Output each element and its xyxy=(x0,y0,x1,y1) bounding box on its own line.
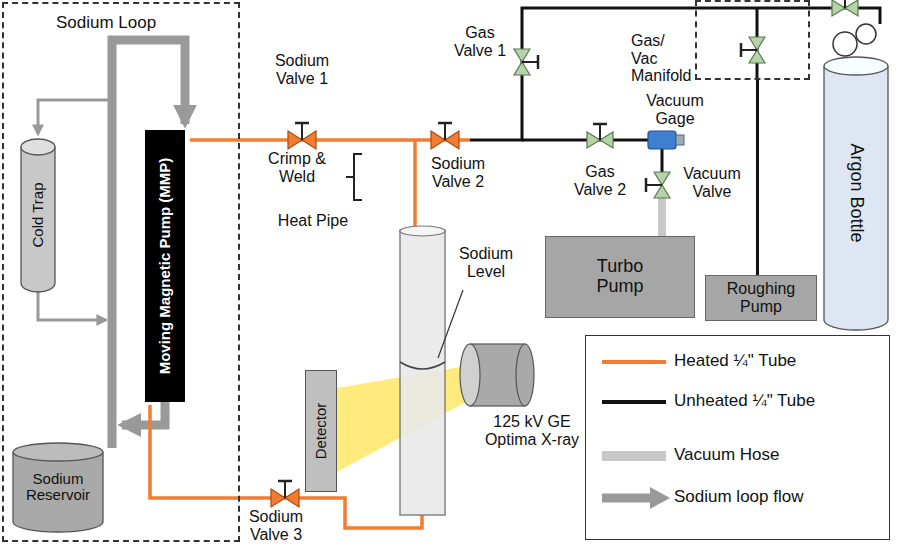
cold-trap-flow xyxy=(38,100,112,134)
legend-sample xyxy=(596,346,676,378)
gas-valve xyxy=(587,124,613,148)
legend-sample xyxy=(596,440,676,472)
cold-trap-flow xyxy=(38,292,106,320)
sodium-loop-flow xyxy=(38,40,185,448)
part-label: Sodium Valve 1 xyxy=(267,52,337,87)
component-box: Moving Magnetic Pump (MMP) xyxy=(145,130,185,402)
heat-pipe-cap xyxy=(400,226,445,236)
unheated-tube xyxy=(661,149,664,172)
legend-line xyxy=(602,494,652,503)
sodium-valve xyxy=(271,481,299,507)
vacuum-hose xyxy=(658,198,666,236)
cylinder-body xyxy=(824,66,888,330)
legend-entry: Vacuum Hose xyxy=(586,440,886,472)
unheated-tube xyxy=(756,80,759,275)
regulator-gauge xyxy=(856,24,876,44)
legend-entry: Sodium loop flow xyxy=(586,482,886,514)
legend-arrowhead xyxy=(650,487,670,509)
legend-text: Vacuum Hose xyxy=(674,446,780,465)
leader-line xyxy=(438,290,463,358)
argon-valve xyxy=(832,0,858,16)
heated-tube xyxy=(150,140,470,528)
component-label: Argon Bottle xyxy=(846,143,866,242)
legend-line xyxy=(602,451,666,461)
cylinder-body xyxy=(21,147,55,292)
component-label: Roughing Pump xyxy=(721,280,801,315)
bracket xyxy=(346,154,362,200)
unheated-tube xyxy=(470,8,880,172)
unheated-tube xyxy=(470,8,880,140)
component-label: Moving Magnetic Pump (MMP) xyxy=(157,158,174,375)
cylinder-top xyxy=(21,139,55,155)
part-label: Gas Valve 1 xyxy=(450,24,510,59)
legend-box: Heated ¼" TubeUnheated ¼" TubeVacuum Hos… xyxy=(585,335,890,540)
x-ray-face xyxy=(460,344,480,406)
component-label: Turbo Pump xyxy=(585,257,655,297)
component-label: Detector xyxy=(313,403,330,460)
part-label: Sodium Valve 3 xyxy=(240,508,312,543)
component-box: Turbo Pump xyxy=(545,236,695,318)
part-label: Heat Pipe xyxy=(268,212,358,230)
part-label: 125 kV GE Optima X-ray xyxy=(482,413,582,448)
gage-head xyxy=(676,135,684,145)
part-label: Vacuum Valve xyxy=(680,165,744,200)
x-ray-source xyxy=(460,344,534,406)
vacuum-gage-symbol xyxy=(648,131,684,149)
heat-pipe-tube xyxy=(400,230,445,515)
cylinder-body xyxy=(13,452,103,532)
component-box: Sodium LoopCold Trap Moving Magnetic Pump… xyxy=(2,2,240,542)
cylinder-node: Sodium Reservoir xyxy=(12,442,104,532)
flow-arrow xyxy=(122,402,165,425)
legend-sample xyxy=(596,386,676,418)
cylinder-top xyxy=(13,443,103,461)
sodium-valve xyxy=(288,123,316,149)
legend-text: Unheated ¼" Tube xyxy=(674,392,815,411)
cylinder-node: Argon Bottle xyxy=(823,56,889,330)
part-label: Sodium Level xyxy=(455,245,517,280)
heated-tube xyxy=(190,138,470,142)
heat-pipe xyxy=(400,226,445,515)
manifold-valve xyxy=(741,37,765,63)
x-ray-back xyxy=(516,344,534,406)
part-label: Sodium Valve 2 xyxy=(425,155,491,190)
legend-line xyxy=(602,400,666,404)
cylinder-top xyxy=(824,57,888,75)
sodium-valve xyxy=(431,123,459,149)
vacuum-valve-symbol xyxy=(646,172,670,198)
gage-body xyxy=(648,131,676,149)
unheated-tube xyxy=(522,139,648,142)
flow-arrow xyxy=(112,40,185,448)
heated-tube xyxy=(413,140,417,231)
sodium-level-line xyxy=(400,362,445,369)
part-label: Vacuum Gage xyxy=(638,92,712,127)
component-label: Sodium Reservoir xyxy=(18,471,98,504)
regulator-gauge xyxy=(833,32,857,56)
component-label: Sodium Loop xyxy=(56,14,156,33)
component-box: Gas/ Vac Manifold xyxy=(695,0,810,80)
component-box: Roughing Pump xyxy=(705,275,817,321)
legend-text: Sodium loop flow xyxy=(674,488,803,507)
cylinder-node: Cold Trap xyxy=(20,138,56,292)
legend-text: Heated ¼" Tube xyxy=(674,352,796,371)
component-label: Gas/ Vac Manifold xyxy=(631,32,695,85)
legend-entry: Heated ¼" Tube xyxy=(586,346,886,378)
part-label: Gas Valve 2 xyxy=(570,163,630,198)
part-label: Crimp & Weld xyxy=(262,150,332,185)
gas-valve xyxy=(514,49,538,75)
legend-sample xyxy=(596,482,676,514)
component-box: Detector xyxy=(305,370,337,492)
component-label: Cold Trap xyxy=(30,182,47,247)
legend-entry: Unheated ¼" Tube xyxy=(586,386,886,418)
regulator xyxy=(833,24,876,56)
legend-line xyxy=(602,360,666,364)
